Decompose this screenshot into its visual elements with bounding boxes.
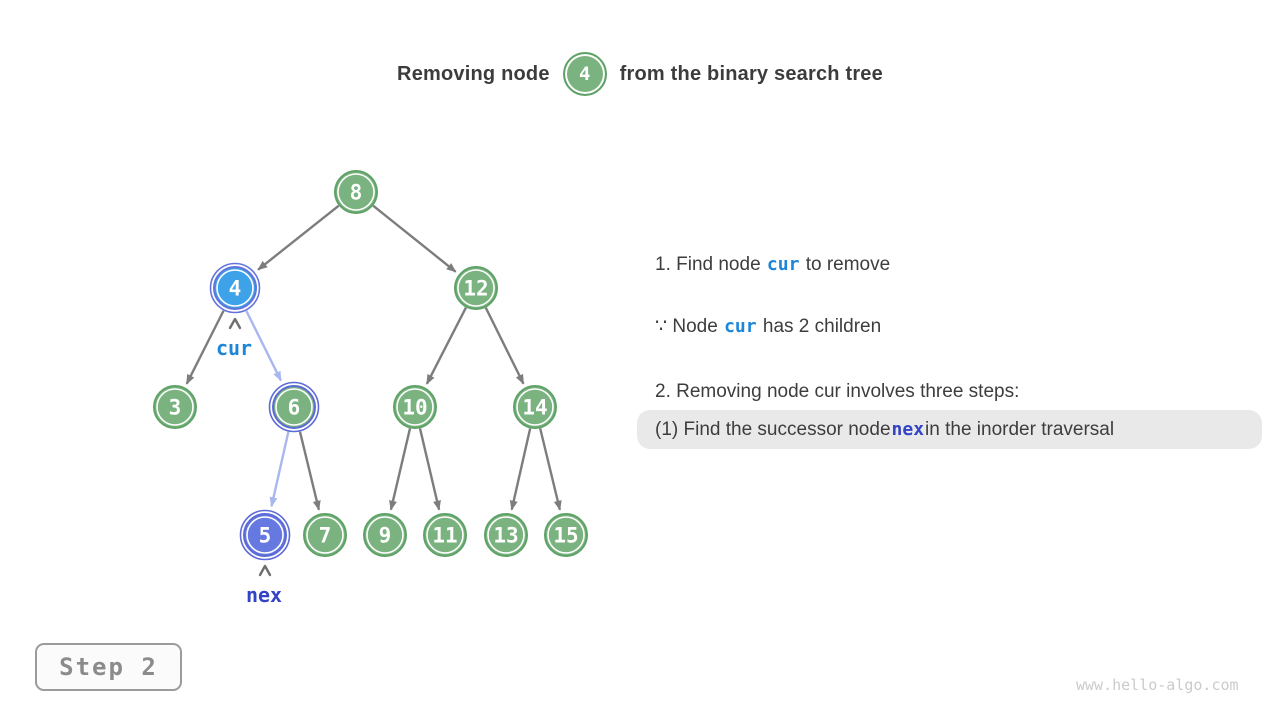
pointer-label-cur: cur — [216, 336, 252, 360]
tree-edge-12-10 — [425, 307, 468, 385]
title-suffix: from the binary search tree — [619, 62, 883, 85]
tree-node-value: 11 — [432, 524, 457, 548]
tree-edge-12-14 — [484, 307, 525, 385]
note-line-3: 2. Removing node cur involves three step… — [655, 381, 1020, 402]
tree-edge-14-13 — [509, 428, 532, 511]
tree-node-value: 3 — [169, 396, 182, 420]
tree-node-value: 9 — [379, 524, 392, 548]
pointer-caret-nex — [258, 564, 272, 577]
tree-node-13: 13 — [484, 513, 528, 557]
tree-node-7: 7 — [303, 513, 347, 557]
title-prefix: Removing node — [397, 62, 550, 85]
tree-edge-14-15 — [539, 428, 562, 511]
tree-node-value: 14 — [522, 396, 547, 420]
tree-node-5: 5 — [239, 509, 291, 561]
tree-node-value: 12 — [463, 277, 488, 301]
tree-node-11: 11 — [423, 513, 467, 557]
tree-node-15: 15 — [544, 513, 588, 557]
tree-node-value: 6 — [288, 396, 301, 420]
title-node-badge: 4 — [562, 52, 607, 96]
tree-node-14: 14 — [513, 385, 557, 429]
tree-edge-4-6 — [245, 310, 282, 382]
tree-edge-4-3 — [185, 310, 225, 385]
tree-edge-10-9 — [389, 428, 412, 511]
inline-term-nex: nex — [891, 419, 925, 440]
tree-node-3: 3 — [153, 385, 197, 429]
tree-node-value: 4 — [229, 277, 242, 301]
tree-node-value: 15 — [553, 524, 578, 548]
step-badge: Step 2 — [35, 643, 182, 691]
tree-edge-8-4 — [257, 204, 340, 271]
tree-node-6: 6 — [268, 381, 320, 433]
inline-term-cur: cur — [766, 254, 800, 275]
tree-node-value: 13 — [493, 524, 518, 548]
note-line-highlighted: (1) Find the successor node nex in the i… — [637, 410, 1262, 449]
tree-node-12: 12 — [454, 266, 498, 310]
tree-node-9: 9 — [363, 513, 407, 557]
tree-node-value: 10 — [402, 396, 427, 420]
tree-edge-6-7 — [298, 431, 321, 511]
tree-node-value: 8 — [350, 181, 363, 205]
note-line-2: ∵ Node cur has 2 children — [655, 316, 882, 337]
tree-node-4: 4 — [209, 262, 261, 314]
note-line-1: 1. Find node cur to remove — [655, 254, 891, 275]
tree-node-10: 10 — [393, 385, 437, 429]
step-badge-label: Step 2 — [59, 653, 158, 681]
pointer-label-nex: nex — [246, 583, 282, 607]
tree-edge-8-12 — [372, 204, 457, 273]
watermark: www.hello-algo.com — [1076, 676, 1239, 694]
binary-tree-diagram: 8 4 12 3 6 10 14 5 7 9 11 13 15 cur nex — [153, 170, 588, 607]
tree-node-8: 8 — [334, 170, 378, 214]
title-node-value: 4 — [578, 63, 591, 85]
tree-edge-10-11 — [418, 428, 441, 511]
tree-node-value: 5 — [259, 524, 272, 548]
tree-edge-6-5 — [269, 431, 290, 508]
page-title: Removing node 4 from the binary search t… — [0, 46, 1280, 102]
pointer-caret-cur — [228, 317, 242, 330]
inline-term-cur: cur — [724, 316, 757, 337]
tree-node-value: 7 — [319, 524, 332, 548]
